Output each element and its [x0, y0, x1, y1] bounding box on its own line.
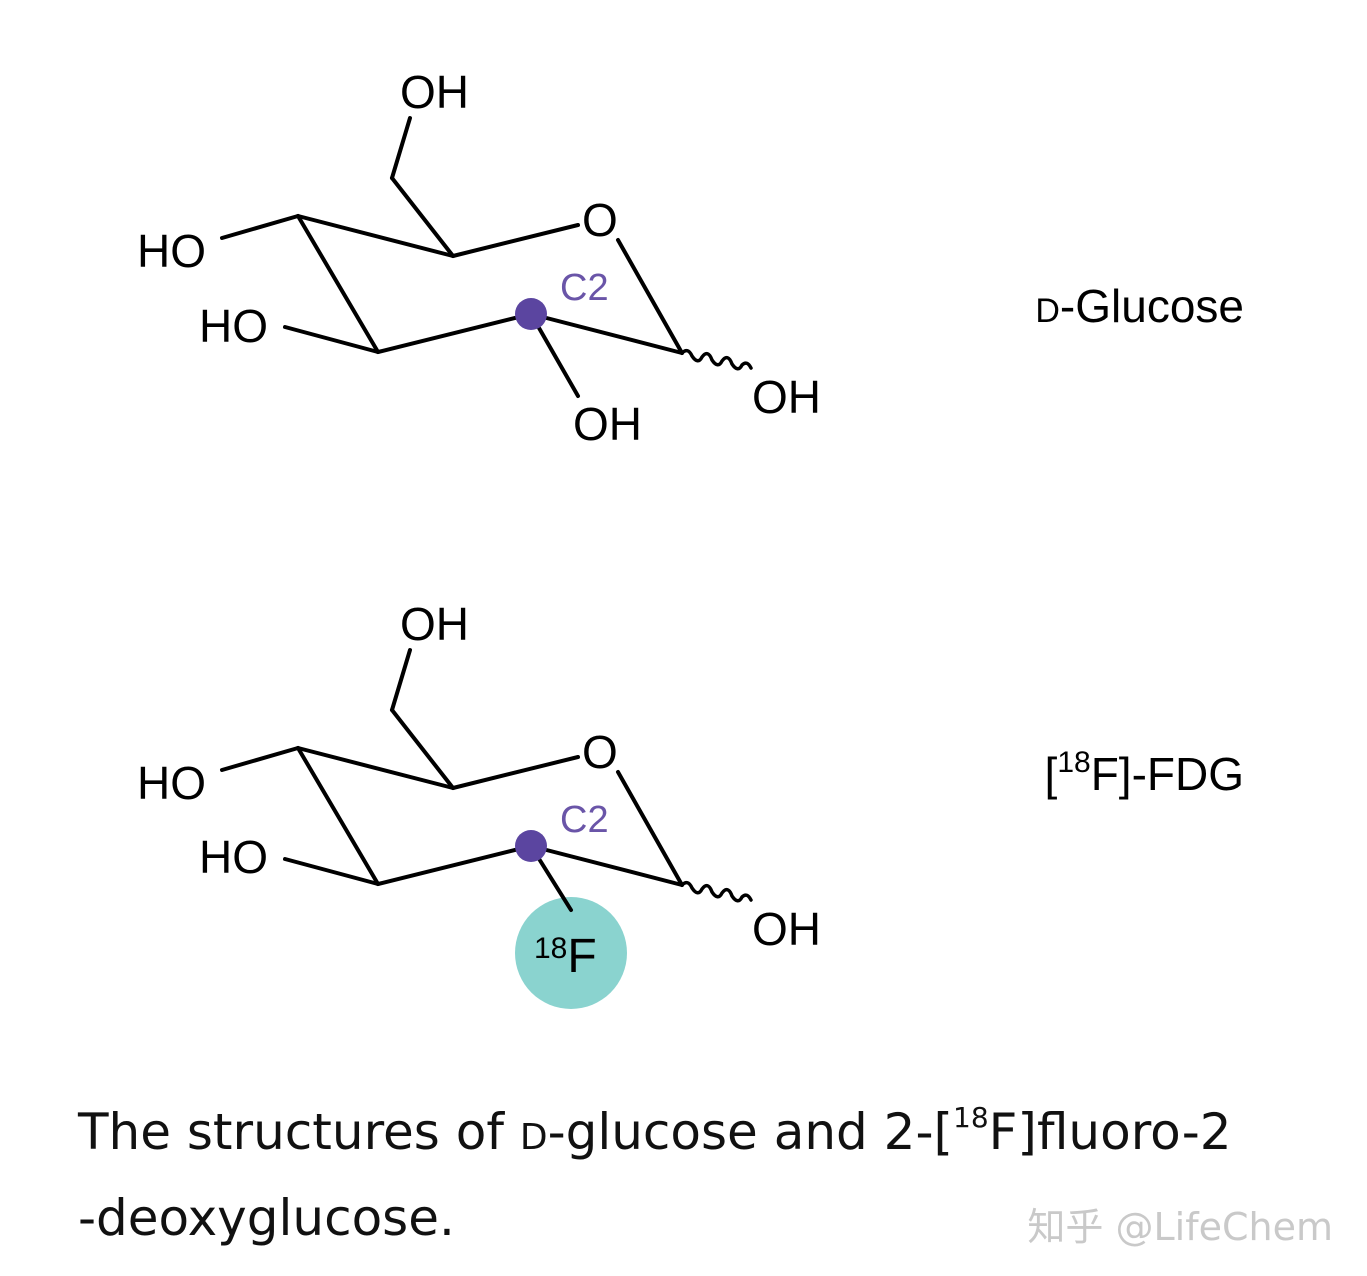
glucose-ho-lower: HO [199, 300, 268, 352]
caption-smallcaps-d: D [519, 1117, 548, 1158]
glucose-oh-top: OH [400, 66, 469, 118]
bond-c3-ho [283, 325, 380, 354]
bond-c6-oh [390, 116, 412, 180]
bond-c4-ho [220, 214, 300, 240]
bond-c5-o [451, 755, 580, 790]
glucose-structure [220, 116, 753, 398]
bond-c3-c2 [376, 312, 533, 354]
fdg-name-bracket: [ [1045, 748, 1058, 800]
fdg-name-isotope: 18 [1057, 746, 1090, 779]
structures-diagram: OH HO HO O C2 OH OH D-Glucose OH HO HO O… [137, 66, 1244, 1009]
fdg-c2-label: C2 [560, 799, 609, 841]
bond-c2-c1 [529, 844, 684, 887]
wavy-bond-c1-oh [680, 348, 753, 371]
caption-line-1: The structures of D-glucose and 2-[18F]f… [78, 1092, 1308, 1178]
caption-part1: The structures of [78, 1103, 520, 1161]
fluorine-label: 18F [534, 930, 597, 983]
bond-c4-c3 [296, 214, 380, 354]
glucose-name-suffix: -Glucose [1060, 280, 1244, 332]
bond-c2-c1 [529, 312, 684, 355]
fluorine-highlight [515, 897, 627, 1009]
caption-part3: F]fluoro-2 [988, 1103, 1232, 1161]
bond-o-c1 [616, 770, 684, 887]
figure-caption: The structures of D-glucose and 2-[18F]f… [78, 1092, 1308, 1258]
watermark: 知乎 @LifeChem [1027, 1205, 1333, 1249]
fdg-c2-dot [515, 830, 547, 862]
fdg-ring-o: O [582, 726, 618, 778]
glucose-name: D-Glucose [1035, 280, 1244, 332]
bond-c5-c6 [390, 708, 455, 790]
glucose-c2-label: C2 [560, 267, 609, 309]
bond-c4-c3 [296, 746, 380, 886]
fdg-ho-upper: HO [137, 757, 206, 809]
bond-c3-ho [283, 857, 380, 886]
glucose-c2-oh: OH [573, 398, 642, 450]
fluorine-symbol: F [567, 930, 596, 983]
glucose-ho-upper: HO [137, 225, 206, 277]
caption-part2: -glucose and 2-[ [547, 1103, 954, 1161]
bond-c6-oh [390, 648, 412, 712]
glucose-ring-o: O [582, 194, 618, 246]
bond-o-c1 [616, 238, 684, 355]
fdg-structure [220, 648, 753, 903]
fdg-name: [18F]-FDG [1045, 746, 1244, 800]
glucose-name-prefix: D [1035, 292, 1060, 330]
bond-c4-c5 [296, 214, 455, 258]
wavy-bond-c1-oh [680, 880, 753, 903]
bond-c4-ho [220, 746, 300, 772]
fdg-name-rest: F]-FDG [1091, 748, 1244, 800]
bond-c5-o [451, 223, 580, 258]
fdg-oh-top: OH [400, 598, 469, 650]
glucose-c2-dot [515, 298, 547, 330]
caption-line-2: -deoxyglucose. [78, 1189, 455, 1247]
bond-c4-c5 [296, 746, 455, 790]
fluorine-isotope: 18 [534, 932, 567, 965]
fdg-ho-lower: HO [199, 831, 268, 883]
glucose-oh-anomeric: OH [752, 371, 821, 423]
bond-c5-c6 [390, 176, 455, 258]
fdg-oh-anomeric: OH [752, 903, 821, 955]
bond-c3-c2 [376, 844, 533, 886]
caption-isotope: 18 [953, 1101, 989, 1134]
